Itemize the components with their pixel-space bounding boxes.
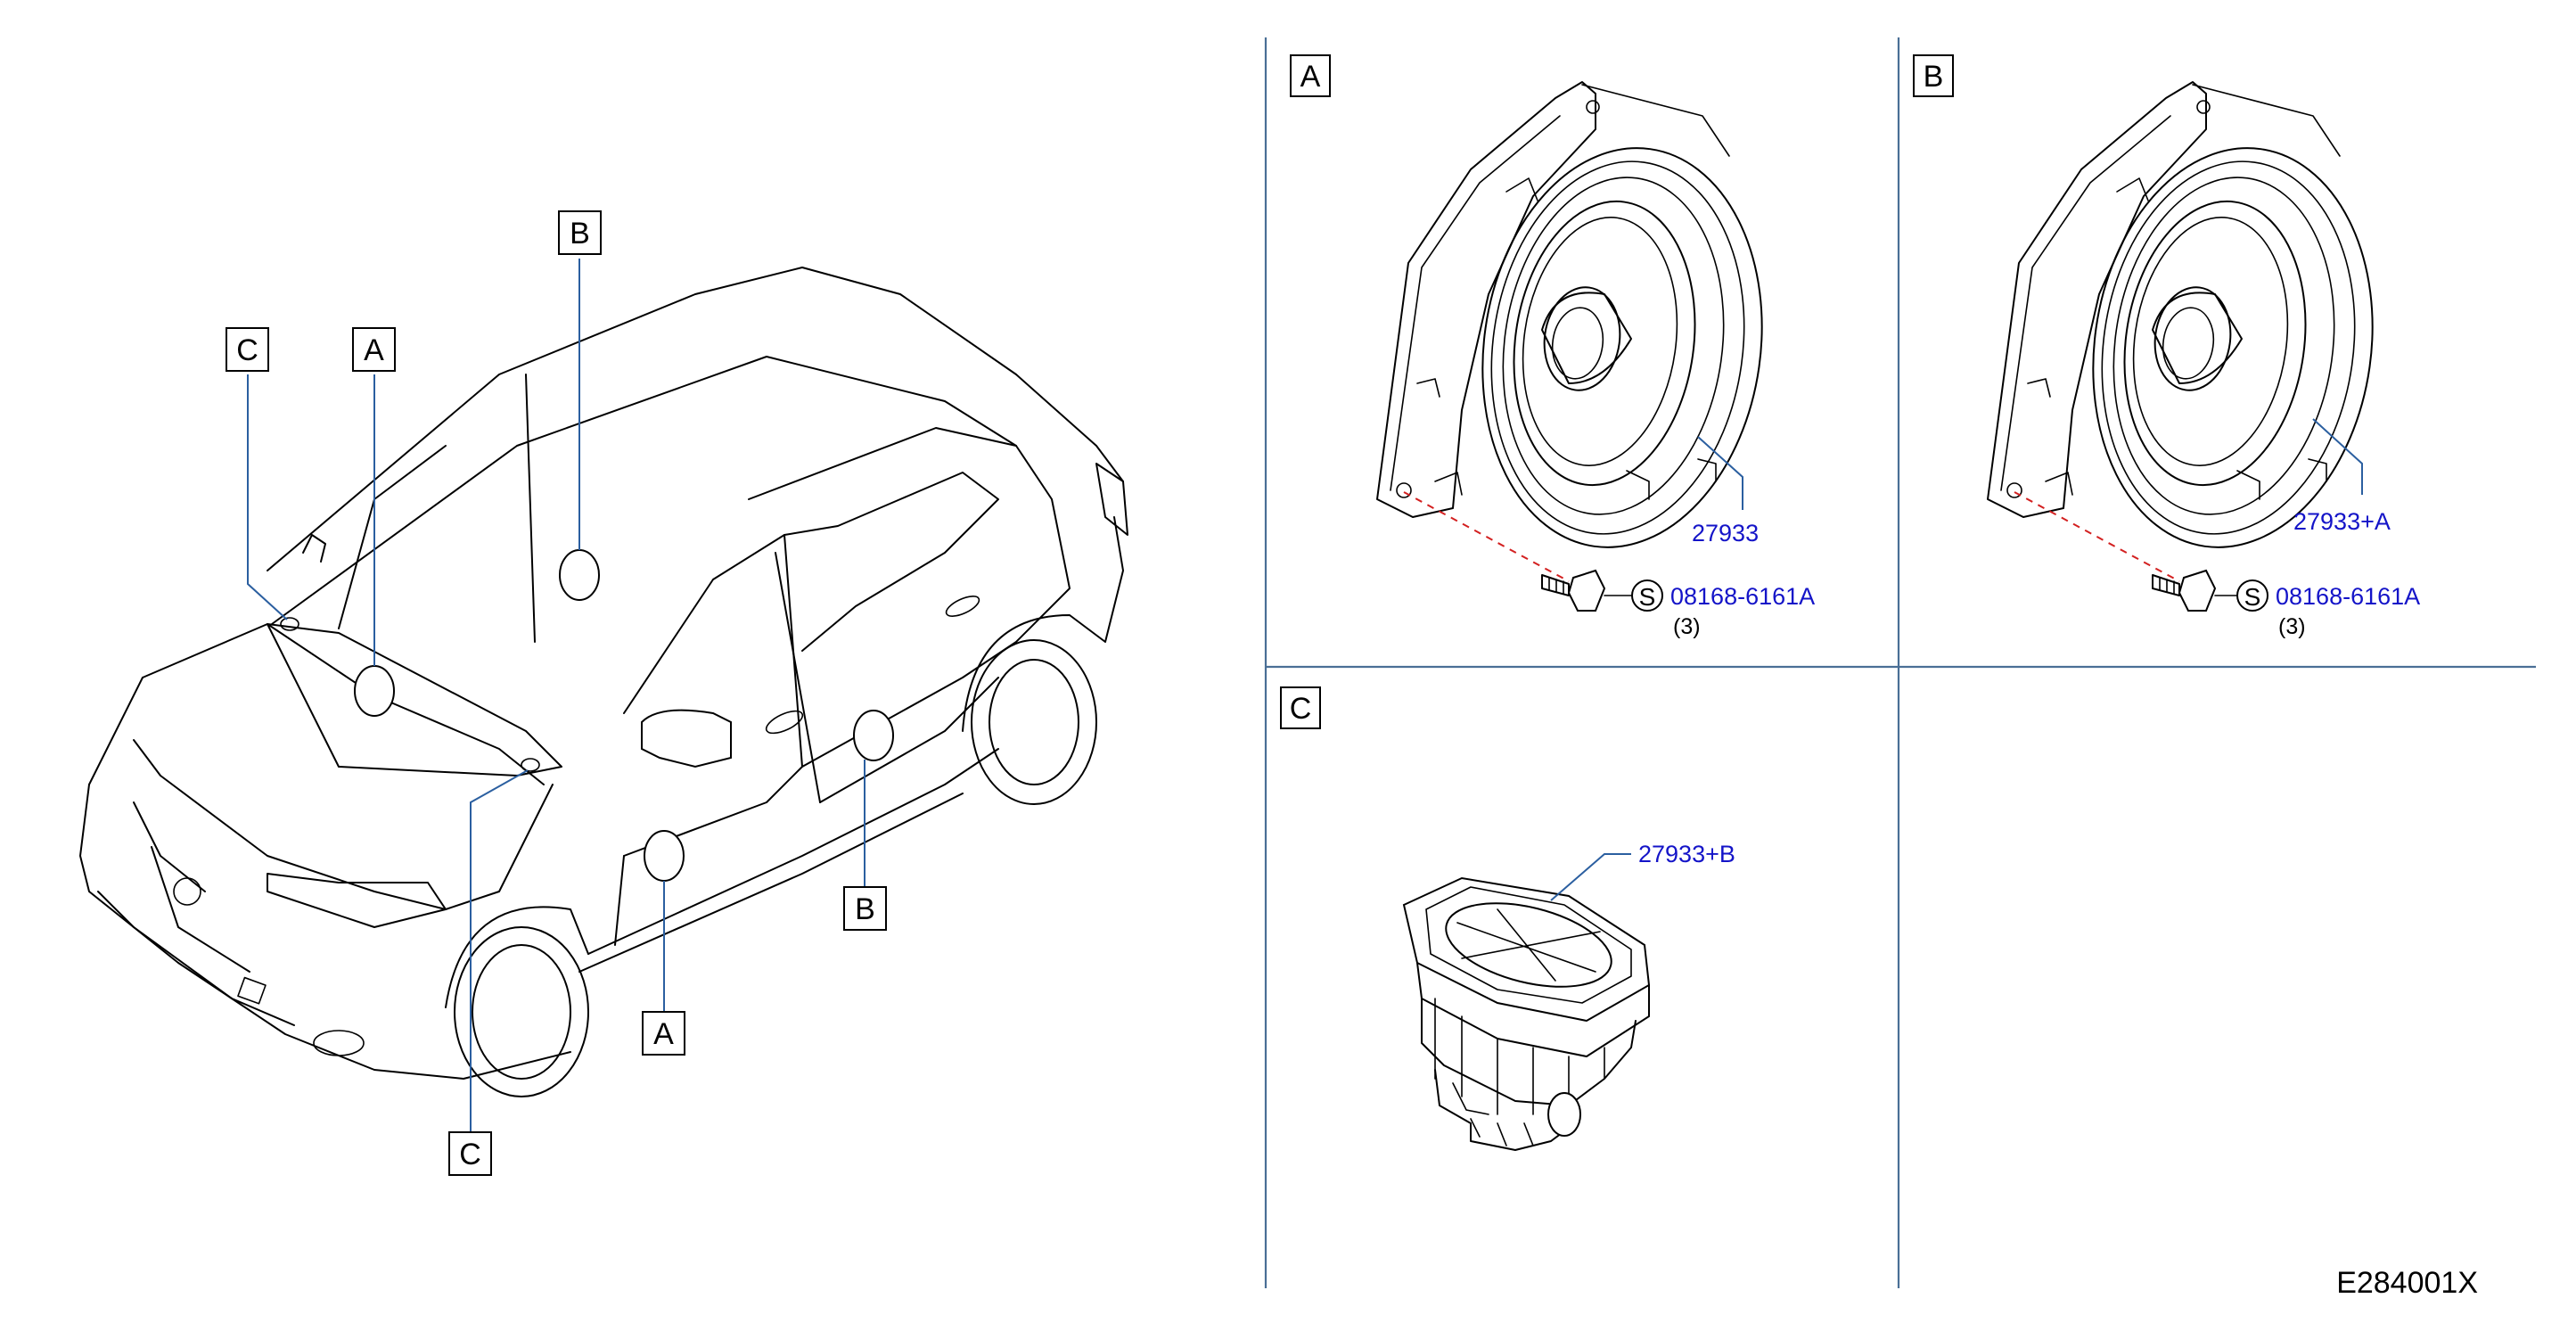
- screw-qty-a: (3): [1673, 614, 1701, 639]
- callout-b-side: B: [843, 886, 887, 931]
- callout-c-top: C: [226, 327, 269, 372]
- screw-b: S: [2152, 569, 2268, 612]
- vehicle-leader-lines: [247, 259, 866, 1132]
- speaker-a: [1376, 81, 1763, 548]
- part-number-c: 27933+B: [1638, 841, 1735, 867]
- screw-a-symbol: S: [1639, 583, 1656, 611]
- tweeter-c: [1402, 876, 1651, 1151]
- callout-c-top-label: C: [236, 333, 258, 367]
- callout-b-top: B: [558, 210, 602, 255]
- callout-b-top-label: B: [570, 217, 590, 251]
- callout-a-top-label: A: [364, 333, 384, 367]
- speaker-b: [1987, 81, 2374, 548]
- panel-a-label: A: [1300, 60, 1321, 94]
- screw-part-number-b: 08168-6161A: [2276, 583, 2420, 610]
- callout-b-side-label: B: [855, 892, 875, 926]
- panel-dividers: [1264, 37, 2536, 1288]
- panel-c: C 27933+B: [1280, 686, 1735, 1151]
- callout-c-bottom: C: [448, 1131, 492, 1176]
- callout-c-bottom-label: C: [459, 1138, 481, 1171]
- screw-b-symbol: S: [2244, 583, 2261, 611]
- part-number-b: 27933+A: [2293, 508, 2391, 535]
- callout-a-bottom: A: [642, 1011, 685, 1056]
- part-number-a: 27933: [1692, 520, 1759, 546]
- panel-a: A: [1290, 54, 1815, 639]
- panel-c-label: C: [1290, 692, 1312, 726]
- callout-a-bottom-label: A: [653, 1017, 674, 1051]
- callout-a-top: A: [352, 327, 396, 372]
- diagram-code: E284001X: [2336, 1266, 2478, 1300]
- panel-b-label: B: [1924, 60, 1944, 94]
- screw-qty-b: (3): [2278, 614, 2306, 639]
- vehicle-illustration: [79, 267, 1128, 1097]
- screw-part-number-a: 08168-6161A: [1670, 583, 1815, 610]
- panel-b: B S: [1913, 54, 2420, 639]
- screw-a: S: [1541, 569, 1663, 612]
